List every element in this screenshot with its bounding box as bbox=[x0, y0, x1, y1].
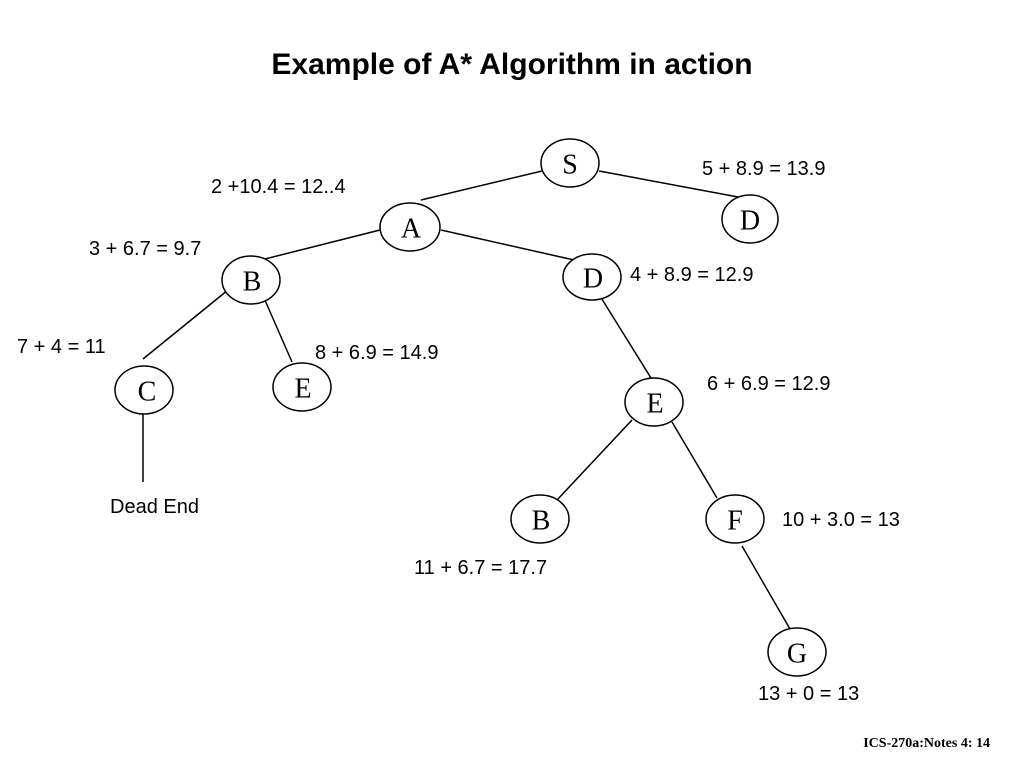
cost-label-d-mid: 4 + 8.9 = 12.9 bbox=[630, 264, 753, 286]
node-a-label: A bbox=[401, 214, 422, 245]
node-e-left-circle bbox=[272, 362, 332, 412]
node-f-circle bbox=[705, 494, 765, 544]
node-a-circle bbox=[379, 202, 441, 252]
cost-label-c: 7 + 4 = 11 bbox=[17, 336, 106, 358]
edge-s-d-top bbox=[598, 170, 739, 198]
node-d-mid-label: D bbox=[583, 264, 603, 295]
node-e-mid-label: E bbox=[646, 389, 663, 420]
node-b-left-circle bbox=[221, 255, 281, 305]
edge-b-left-c bbox=[142, 289, 229, 360]
node-d-mid-circle bbox=[562, 253, 622, 301]
node-e-mid-circle bbox=[624, 377, 684, 427]
node-s-circle bbox=[540, 138, 600, 188]
edge-f-g bbox=[741, 545, 791, 630]
node-f-label: F bbox=[727, 506, 743, 537]
node-s-label: S bbox=[562, 150, 578, 181]
edge-a-d-mid bbox=[440, 229, 575, 261]
node-b-low-label: B bbox=[532, 506, 551, 537]
edge-e-mid-b-low bbox=[556, 419, 633, 501]
node-d-top-label: D bbox=[740, 206, 760, 237]
cost-label-b-left: 3 + 6.7 = 9.7 bbox=[89, 238, 201, 260]
cost-label-b-low: 11 + 6.7 = 17.7 bbox=[414, 557, 547, 579]
cost-label-e-mid: 6 + 6.9 = 12.9 bbox=[707, 373, 830, 395]
edge-e-mid-f bbox=[671, 421, 718, 499]
node-g-label: G bbox=[787, 639, 807, 670]
cost-label-e-left: 8 + 6.9 = 14.9 bbox=[315, 342, 438, 364]
node-g-circle bbox=[767, 627, 827, 677]
cost-label-g: 13 + 0 = 13 bbox=[758, 683, 859, 705]
node-e-left-label: E bbox=[294, 374, 311, 405]
cost-label-a: 2 +10.4 = 12..4 bbox=[211, 176, 346, 198]
dead-end-label: Dead End bbox=[110, 496, 199, 518]
edge-d-mid-e-mid bbox=[599, 295, 652, 379]
slide-footer: ICS-270a:Notes 4: 14 bbox=[863, 736, 990, 751]
cost-label-f: 10 + 3.0 = 13 bbox=[782, 509, 900, 531]
node-c-circle bbox=[114, 365, 174, 415]
edge-b-left-e-left bbox=[263, 297, 293, 363]
node-b-left-label: B bbox=[243, 267, 262, 298]
cost-label-d-top: 5 + 8.9 = 13.9 bbox=[702, 158, 825, 180]
node-c-label: C bbox=[138, 377, 157, 408]
page-title: Example of A* Algorithm in action bbox=[271, 48, 753, 81]
edge-s-a bbox=[420, 170, 543, 201]
edge-a-b-left bbox=[252, 229, 381, 263]
node-d-top-circle bbox=[721, 194, 779, 244]
node-b-low-circle bbox=[510, 494, 570, 544]
